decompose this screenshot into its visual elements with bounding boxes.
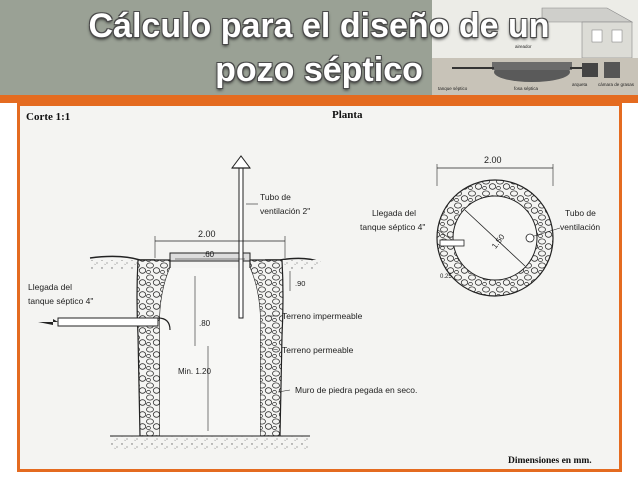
accent-bar	[0, 95, 638, 103]
units-note: Dimensiones en mm.	[508, 456, 592, 466]
section-dim-cover: .90	[295, 279, 305, 288]
section-vent-label-1: Tubo de	[260, 192, 291, 202]
wall-label: Muro de piedra pegada en seco.	[295, 385, 417, 395]
septic-system-thumbnail: aireador tanque séptico fosa séptica arq…	[432, 0, 638, 95]
section-view: 2.00 .60 .90 .80 Min. 1.20 Tubo de venti…	[28, 155, 417, 450]
plan-inlet-label-1: Llegada del	[372, 208, 416, 218]
plan-dim-wall: 0.25	[440, 274, 452, 280]
slide-title-line2: pozo séptico	[215, 51, 423, 89]
thumb-label-tanque: tanque séptico	[438, 86, 468, 91]
thumb-label-aireador: aireador	[515, 44, 532, 49]
slide-title: Cálculo para el diseño de un pozo séptic…	[0, 4, 638, 92]
drawing-frame: Corte 1:1 Planta	[17, 103, 622, 472]
plan-title: Planta	[332, 109, 363, 121]
slide-title-line1: Cálculo para el diseño de un	[88, 7, 550, 45]
septic-well-drawing: Corte 1:1 Planta	[26, 109, 600, 466]
plan-view: 2.00 1.50 0.25 Llegada del tanque séptic…	[360, 155, 600, 297]
thumb-label-fosa: fosa séptica	[514, 86, 539, 91]
section-dim-inlet-depth: .80	[199, 319, 211, 328]
section-title: Corte 1:1	[26, 111, 70, 123]
plan-vent-label-2: ventilación	[560, 222, 600, 232]
section-vent-label-2: ventilación 2"	[260, 206, 310, 216]
section-inlet-label-2: tanque séptico 4"	[28, 296, 93, 306]
impermeable-label: Terreno impermeable	[282, 311, 363, 321]
plan-dim-overall: 2.00	[484, 155, 502, 165]
septic-thumbnail-drawing: aireador tanque séptico fosa séptica arq…	[432, 0, 638, 95]
plan-vent-label-1: Tubo de	[565, 208, 596, 218]
section-dim-overall: 2.00	[198, 229, 216, 239]
thumb-label-arqueta: arqueta	[572, 82, 588, 87]
section-inlet-label-1: Llegada del	[28, 282, 72, 292]
section-dim-opening: .60	[203, 250, 215, 259]
permeable-label: Terreno permeable	[282, 345, 354, 355]
section-dim-min-depth: Min. 1.20	[178, 367, 211, 376]
thumb-label-camara: cámara de grasas	[598, 82, 635, 87]
plan-inlet-label-2: tanque séptico 4"	[360, 222, 425, 232]
